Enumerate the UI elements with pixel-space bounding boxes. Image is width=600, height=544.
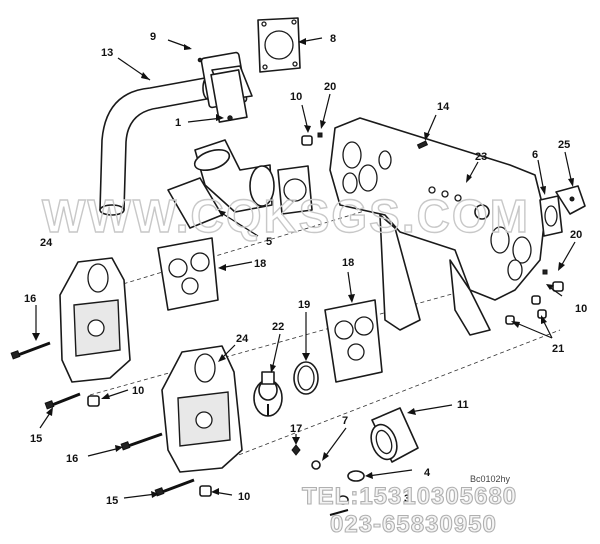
callout-4: 4 bbox=[424, 467, 431, 479]
small-parts-17-7-4-3 bbox=[291, 444, 365, 516]
watermark-text: WWW.CQKSGS.COM bbox=[42, 190, 530, 242]
bolt-part-15-lower bbox=[154, 478, 195, 497]
callout-25: 25 bbox=[558, 139, 570, 151]
flange-part-9 bbox=[200, 51, 253, 123]
bolt-part-16-lower bbox=[120, 432, 163, 451]
callout-18-left: 18 bbox=[254, 258, 266, 270]
callout-15-upper: 15 bbox=[30, 433, 42, 445]
callout-10-top: 10 bbox=[290, 91, 302, 103]
callout-16-lower: 16 bbox=[66, 453, 78, 465]
gasket-part-18-upper bbox=[157, 237, 219, 311]
callout-13: 13 bbox=[101, 47, 113, 59]
callout-6: 6 bbox=[532, 149, 538, 161]
elbow-part-5 bbox=[167, 139, 275, 229]
landline-watermark: 023-65830950 bbox=[330, 511, 497, 538]
seal-part-19 bbox=[293, 361, 319, 395]
callout-24-upper: 24 bbox=[40, 237, 53, 249]
callout-10-bottom: 10 bbox=[238, 491, 250, 503]
housing-part-24-upper bbox=[59, 257, 131, 383]
callout-20-right: 20 bbox=[570, 229, 582, 241]
callout-9: 9 bbox=[150, 31, 156, 43]
callout-15-lower: 15 bbox=[106, 495, 118, 507]
callout-19: 19 bbox=[298, 299, 310, 311]
callout-10-middle: 10 bbox=[132, 385, 144, 397]
manifold-part-23 bbox=[329, 117, 546, 336]
callout-labels: 13 9 8 1 10 20 14 23 6 25 5 24 18 18 20 … bbox=[24, 31, 587, 507]
gasket-part-18-lower bbox=[324, 299, 383, 383]
cover-plate-part-25 bbox=[555, 185, 586, 215]
callout-21: 21 bbox=[552, 343, 564, 355]
callout-16-upper: 16 bbox=[24, 293, 36, 305]
phone-watermark: TEL:15310305680 bbox=[302, 483, 517, 510]
callout-5: 5 bbox=[266, 236, 272, 248]
callout-7: 7 bbox=[342, 415, 348, 427]
gasket-part-8 bbox=[257, 17, 301, 73]
callout-20-top: 20 bbox=[324, 81, 336, 93]
bolt-part-15-upper bbox=[44, 392, 81, 410]
callout-23: 23 bbox=[475, 151, 487, 163]
plug-part-10-lower bbox=[87, 395, 212, 497]
figure-stamp: Bc0102hy bbox=[470, 474, 511, 484]
callout-11: 11 bbox=[457, 399, 469, 411]
callout-14: 14 bbox=[437, 101, 450, 113]
thermostat-part-22 bbox=[253, 371, 283, 417]
callout-1: 1 bbox=[175, 117, 181, 129]
gasket-part-5 bbox=[277, 165, 313, 215]
sleeve-part-11 bbox=[370, 407, 419, 463]
callout-18-right: 18 bbox=[342, 257, 354, 269]
bolt-part-16-upper bbox=[10, 341, 51, 360]
leader-lines bbox=[32, 37, 576, 499]
housing-part-24-lower bbox=[161, 345, 243, 473]
callout-10-right: 10 bbox=[575, 303, 587, 315]
callout-8: 8 bbox=[330, 33, 336, 45]
callout-3: 3 bbox=[404, 493, 410, 505]
callout-17: 17 bbox=[290, 423, 302, 435]
callout-22: 22 bbox=[272, 321, 284, 333]
gasket-part-6 bbox=[539, 195, 563, 237]
callout-24-lower: 24 bbox=[236, 333, 249, 345]
